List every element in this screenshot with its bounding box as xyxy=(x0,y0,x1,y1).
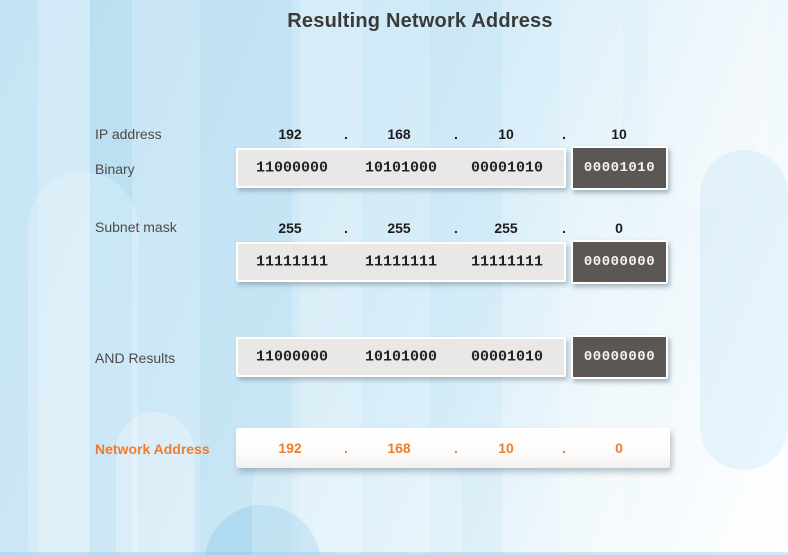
octet-value: 192 xyxy=(278,126,302,142)
subnet-binary-box: 11111111 11111111 11111111 xyxy=(236,242,566,282)
subnet-mask-label: Subnet mask xyxy=(95,219,177,235)
dot-separator: . xyxy=(454,440,458,456)
and-results-binary-box: 11000000 10101000 00001010 xyxy=(236,337,566,377)
decorative-pipe-shape xyxy=(116,412,194,555)
dot-separator: . xyxy=(344,220,348,236)
network-address-label: Network Address xyxy=(95,441,210,457)
octet-value: 168 xyxy=(387,126,411,142)
ip-address-decimal-row: 192 . 168 . 10 . 10 xyxy=(236,125,670,143)
ip-address-label: IP address xyxy=(95,126,162,142)
dot-separator: . xyxy=(344,440,348,456)
ip-binary-box: 11000000 10101000 00001010 xyxy=(236,148,566,188)
binary-octet: 11000000 xyxy=(255,348,329,366)
binary-octet: 10101000 xyxy=(364,159,438,177)
subnet-binary-host-octet-box: 00000000 xyxy=(571,240,668,284)
network-address-result-box: 192 . 168 . 10 . 0 xyxy=(236,428,670,468)
binary-octet: 11000000 xyxy=(255,159,329,177)
background-stripe xyxy=(38,0,90,555)
bottom-edge-line xyxy=(0,552,788,555)
and-results-host-octet-box: 00000000 xyxy=(571,335,668,379)
dot-separator: . xyxy=(562,126,566,142)
dot-separator: . xyxy=(454,220,458,236)
dot-separator: . xyxy=(344,126,348,142)
dot-separator: . xyxy=(562,220,566,236)
binary-octet: 00001010 xyxy=(470,159,544,177)
binary-octet: 10101000 xyxy=(364,348,438,366)
binary-octet: 11111111 xyxy=(364,253,438,271)
page-title: Resulting Network Address xyxy=(287,10,553,32)
octet-value: 255 xyxy=(278,220,302,236)
octet-value: 10 xyxy=(611,126,627,142)
binary-octet: 11111111 xyxy=(255,253,329,271)
octet-value: 0 xyxy=(615,220,623,236)
dot-separator: . xyxy=(562,440,566,456)
octet-value: 192 xyxy=(278,440,302,456)
decorative-pipe-shape xyxy=(700,150,788,470)
ip-binary-host-octet-box: 00001010 xyxy=(571,146,668,190)
octet-value: 168 xyxy=(387,440,411,456)
octet-value: 0 xyxy=(615,440,623,456)
subnet-mask-decimal-row: 255 . 255 . 255 . 0 xyxy=(236,219,670,237)
and-results-label: AND Results xyxy=(95,350,176,366)
binary-octet: 11111111 xyxy=(470,253,544,271)
octet-value: 10 xyxy=(498,440,514,456)
decorative-circle-shape xyxy=(205,505,320,555)
dot-separator: . xyxy=(454,126,458,142)
octet-value: 255 xyxy=(387,220,411,236)
octet-value: 255 xyxy=(494,220,518,236)
octet-value: 10 xyxy=(498,126,514,142)
binary-octet: 00001010 xyxy=(470,348,544,366)
background-stripe xyxy=(90,0,132,555)
binary-label: Binary xyxy=(95,161,135,177)
